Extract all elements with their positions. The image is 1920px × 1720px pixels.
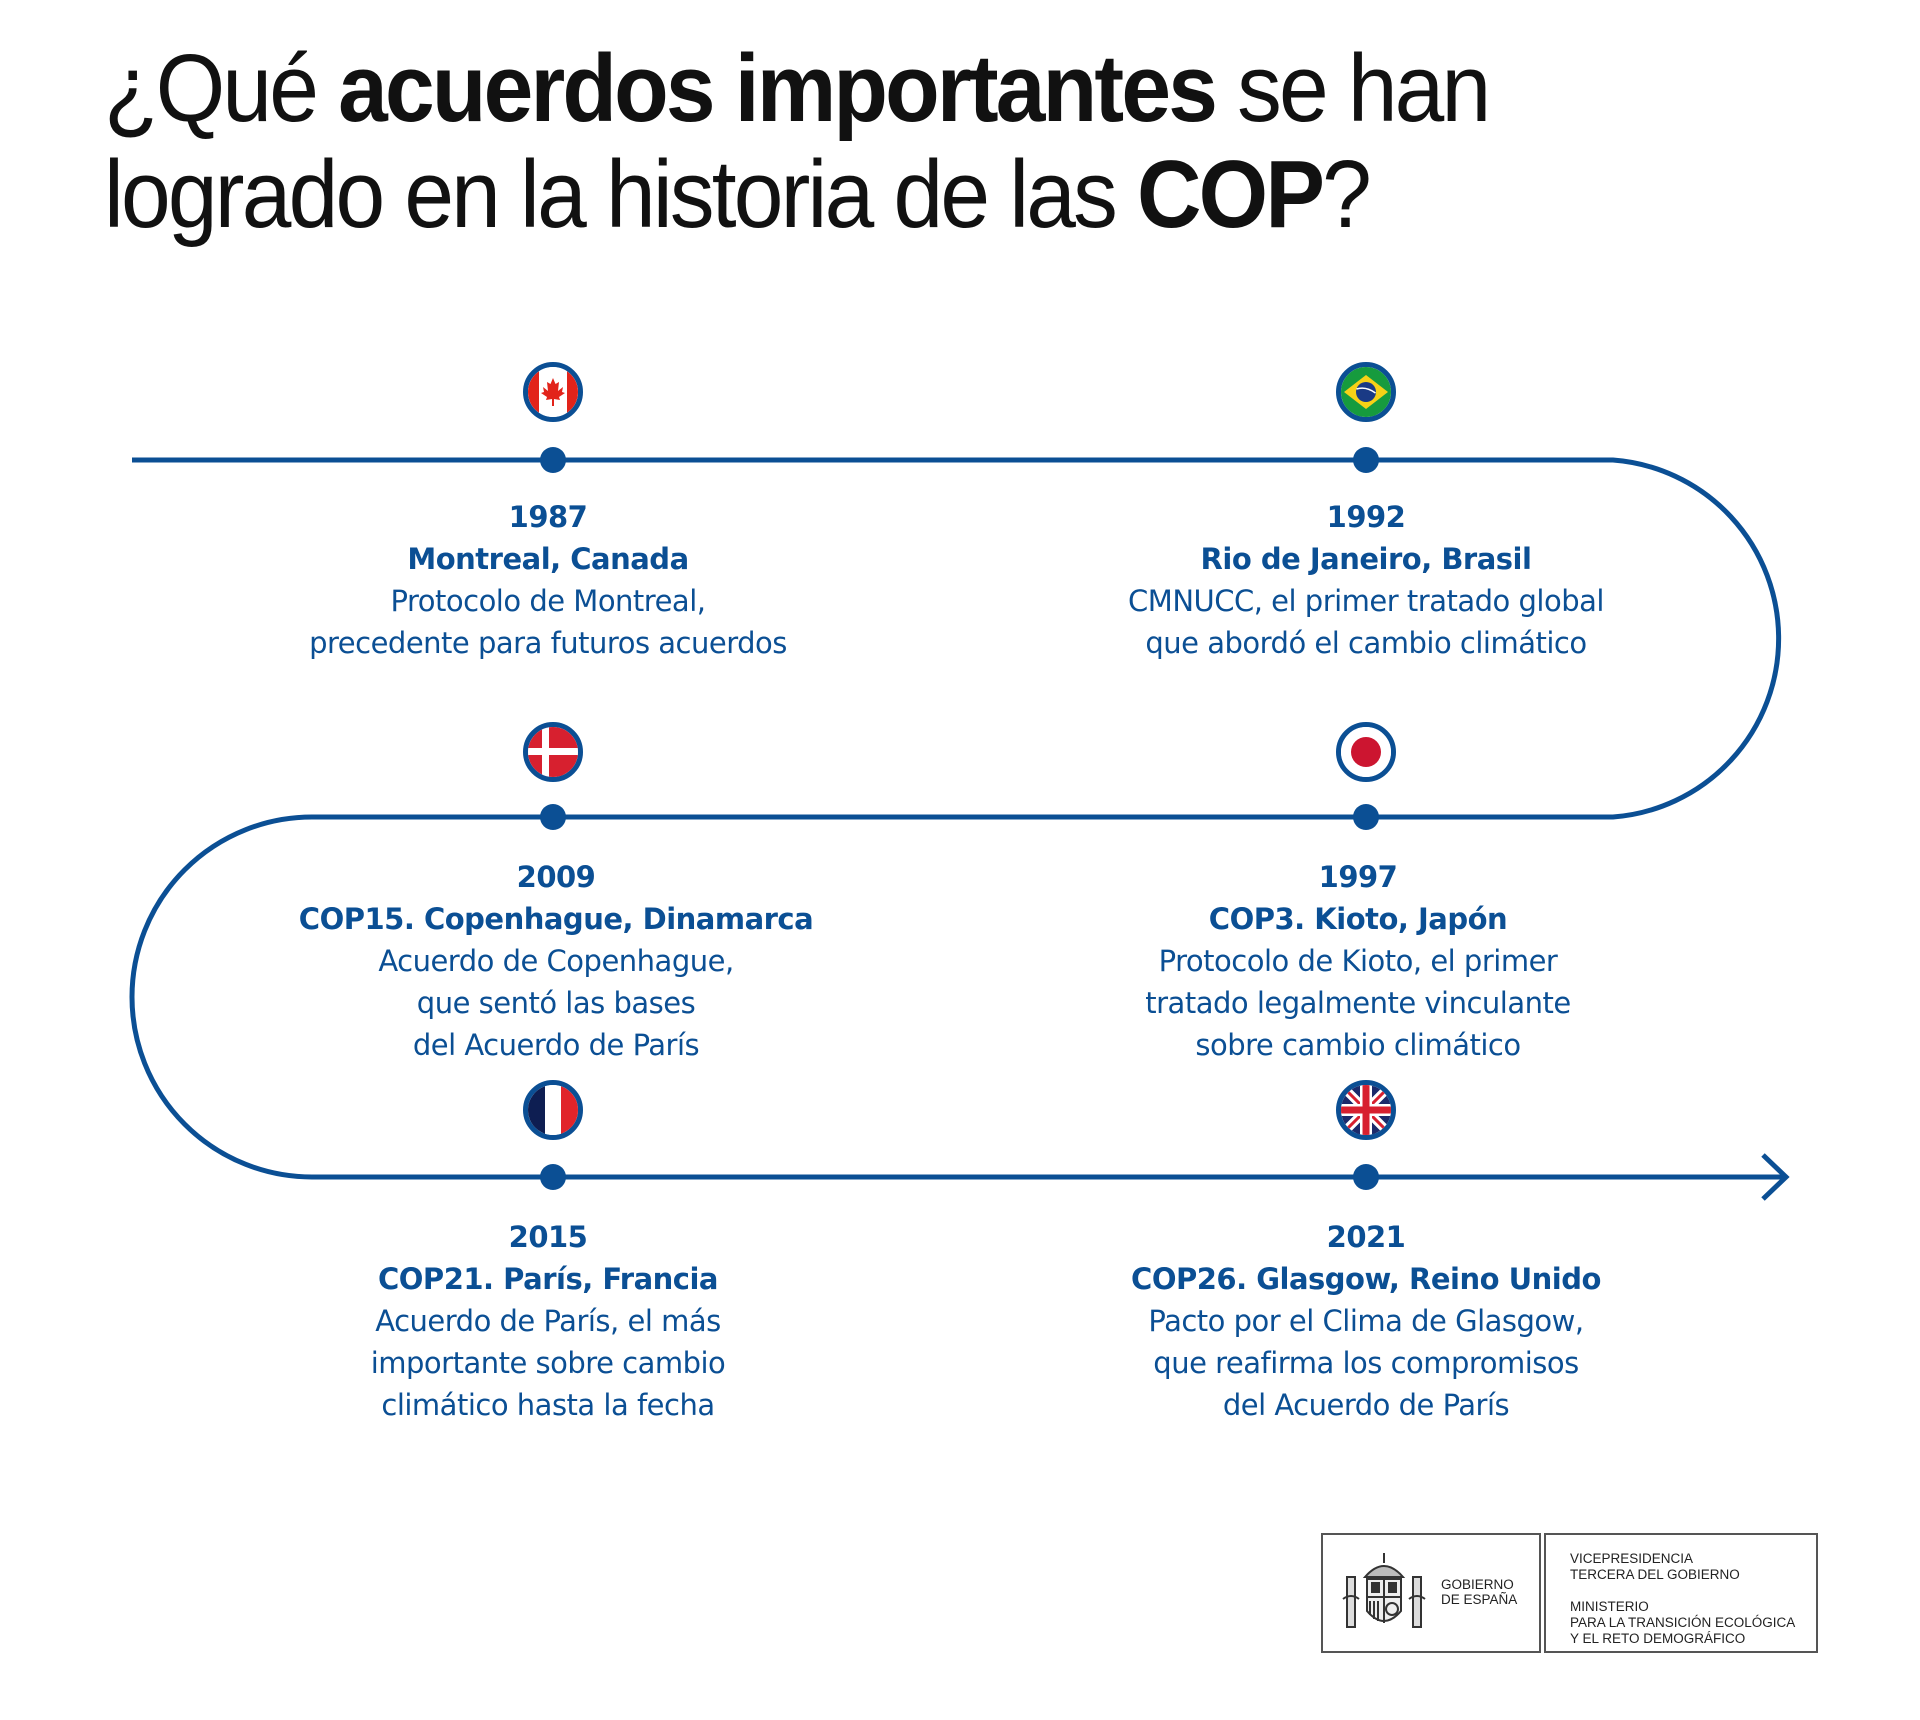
ministry-line: MINISTERIO [1570,1599,1649,1614]
event-place: Montreal, Canada [407,542,689,576]
event-place: COP26. Glasgow, Reino Unido [1131,1262,1601,1296]
ministerio-box: VICEPRESIDENCIA TERCERA DEL GOBIERNO MIN… [1544,1533,1818,1653]
ministry-line: PARA LA TRANSICIÓN ECOLÓGICA [1570,1615,1796,1630]
event-year: 2021 [1326,1220,1406,1254]
timeline-dot [1353,804,1379,830]
event-year: 2009 [516,860,596,894]
title-line-2: logrado en la historia de las COP? [104,142,1704,248]
timeline-dot [1353,447,1379,473]
gobierno-espana-text: GOBIERNO DE ESPAÑA [1441,1577,1517,1607]
event-description: Acuerdo de Copenhague, que sentó las bas… [378,944,734,1062]
title-line-1: ¿Qué acuerdos importantes se han [104,36,1704,142]
vice-line: TERCERA DEL GOBIERNO [1570,1567,1740,1582]
event-description: Pacto por el Clima de Glasgow, que reafi… [1148,1304,1584,1422]
denmark-flag-icon [523,722,583,782]
event-1992: 1992 Rio de Janeiro, Brasil CMNUCC, el p… [1086,496,1646,664]
title-emphasis: acuerdos importantes [338,35,1218,142]
title-text: ? [1322,141,1372,248]
title-text: se han [1215,35,1491,142]
ministerio-text: VICEPRESIDENCIA TERCERA DEL GOBIERNO MIN… [1570,1551,1795,1647]
event-place: COP3. Kioto, Japón [1208,902,1508,936]
title-text: logrado en la historia de las [104,141,1137,248]
government-logo: GOBIERNO DE ESPAÑA VICEPRESIDENCIA TERCE… [1321,1533,1818,1653]
japan-flag-icon [1336,722,1396,782]
event-year: 1992 [1326,500,1406,534]
france-flag-icon [523,1080,583,1140]
event-description: Protocolo de Montreal, precedente para f… [309,584,787,660]
event-year: 1987 [508,500,588,534]
vice-line: VICEPRESIDENCIA [1570,1551,1694,1566]
timeline-dots [540,447,1379,1190]
ministry-line: Y EL RETO DEMOGRÁFICO [1570,1631,1746,1646]
brazil-flag-icon [1336,362,1396,422]
event-place: COP21. París, Francia [378,1262,719,1296]
gov-line: DE ESPAÑA [1441,1592,1518,1607]
event-place: Rio de Janeiro, Brasil [1200,542,1532,576]
event-description: Protocolo de Kioto, el primer tratado le… [1145,944,1571,1062]
timeline-dot [540,1164,566,1190]
event-year: 1997 [1318,860,1398,894]
timeline-dot [540,447,566,473]
coat-of-arms-icon [1342,1553,1426,1628]
event-2009: 2009 COP15. Copenhague, Dinamarca Acuerd… [276,856,836,1066]
event-description: Acuerdo de París, el más importante sobr… [370,1304,726,1422]
title-emphasis: COP [1136,141,1325,248]
gobierno-espana-box: GOBIERNO DE ESPAÑA [1321,1533,1541,1653]
uk-flag-icon [1336,1080,1396,1140]
timeline-dot [540,804,566,830]
gov-line: GOBIERNO [1441,1577,1514,1592]
title-text: ¿Qué [104,35,339,142]
event-year: 2015 [508,1220,588,1254]
event-description: CMNUCC, el primer tratado global que abo… [1128,584,1604,660]
page-title: ¿Qué acuerdos importantes se han logrado… [104,36,1824,248]
canada-flag-icon [523,362,583,422]
event-2021: 2021 COP26. Glasgow, Reino Unido Pacto p… [1086,1216,1646,1426]
timeline-dot [1353,1164,1379,1190]
event-1997: 1997 COP3. Kioto, Japón Protocolo de Kio… [1078,856,1638,1066]
timeline-line [129,457,1786,1180]
event-place: COP15. Copenhague, Dinamarca [298,902,814,936]
event-1987: 1987 Montreal, Canada Protocolo de Montr… [268,496,828,664]
arrow-right-icon [1761,1153,1790,1201]
event-2015: 2015 COP21. París, Francia Acuerdo de Pa… [268,1216,828,1426]
